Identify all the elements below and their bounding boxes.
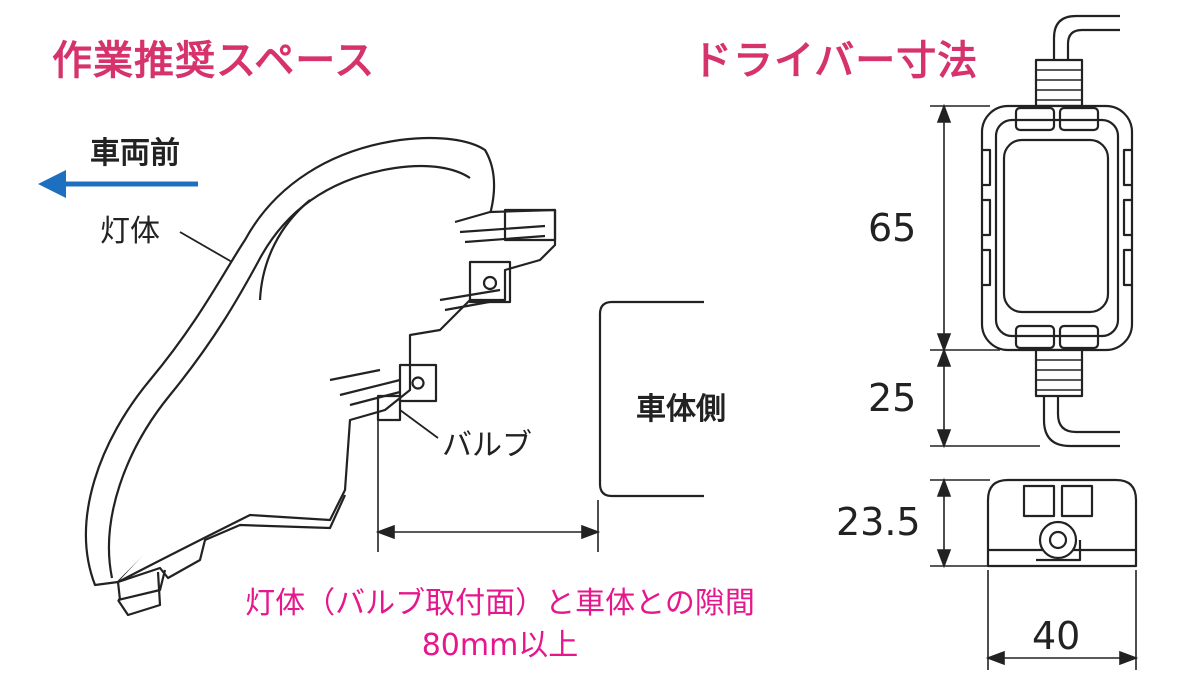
headlight-illustration [84,136,557,617]
driver-side-view [986,478,1138,568]
driver-top-view [980,14,1134,448]
driver-dimension-lines [930,103,1139,670]
bulb-label: バルブ [442,428,532,463]
driver-dimensions-heading: ドライバー寸法 [692,38,979,84]
clearance-note-line1: 灯体（バルブ取付面）と車体との隙間 [245,586,755,621]
vehicle-side-label: 車体側 [636,392,726,427]
dim-width: 40 [1032,614,1081,658]
vehicle-front-arrow [38,170,198,198]
clearance-dimension-line [375,420,601,552]
dim-height-body: 65 [868,206,917,250]
dim-thickness: 23.5 [836,500,921,544]
lamp-body-label: 灯体 [100,214,160,249]
vehicle-front-label: 車両前 [90,136,180,171]
clearance-note-line2: 80mm以上 [421,628,579,663]
work-space-heading: 作業推奨スペース [52,38,376,84]
dim-height-cable: 25 [868,376,917,420]
vehicle-side-outline [598,300,704,498]
